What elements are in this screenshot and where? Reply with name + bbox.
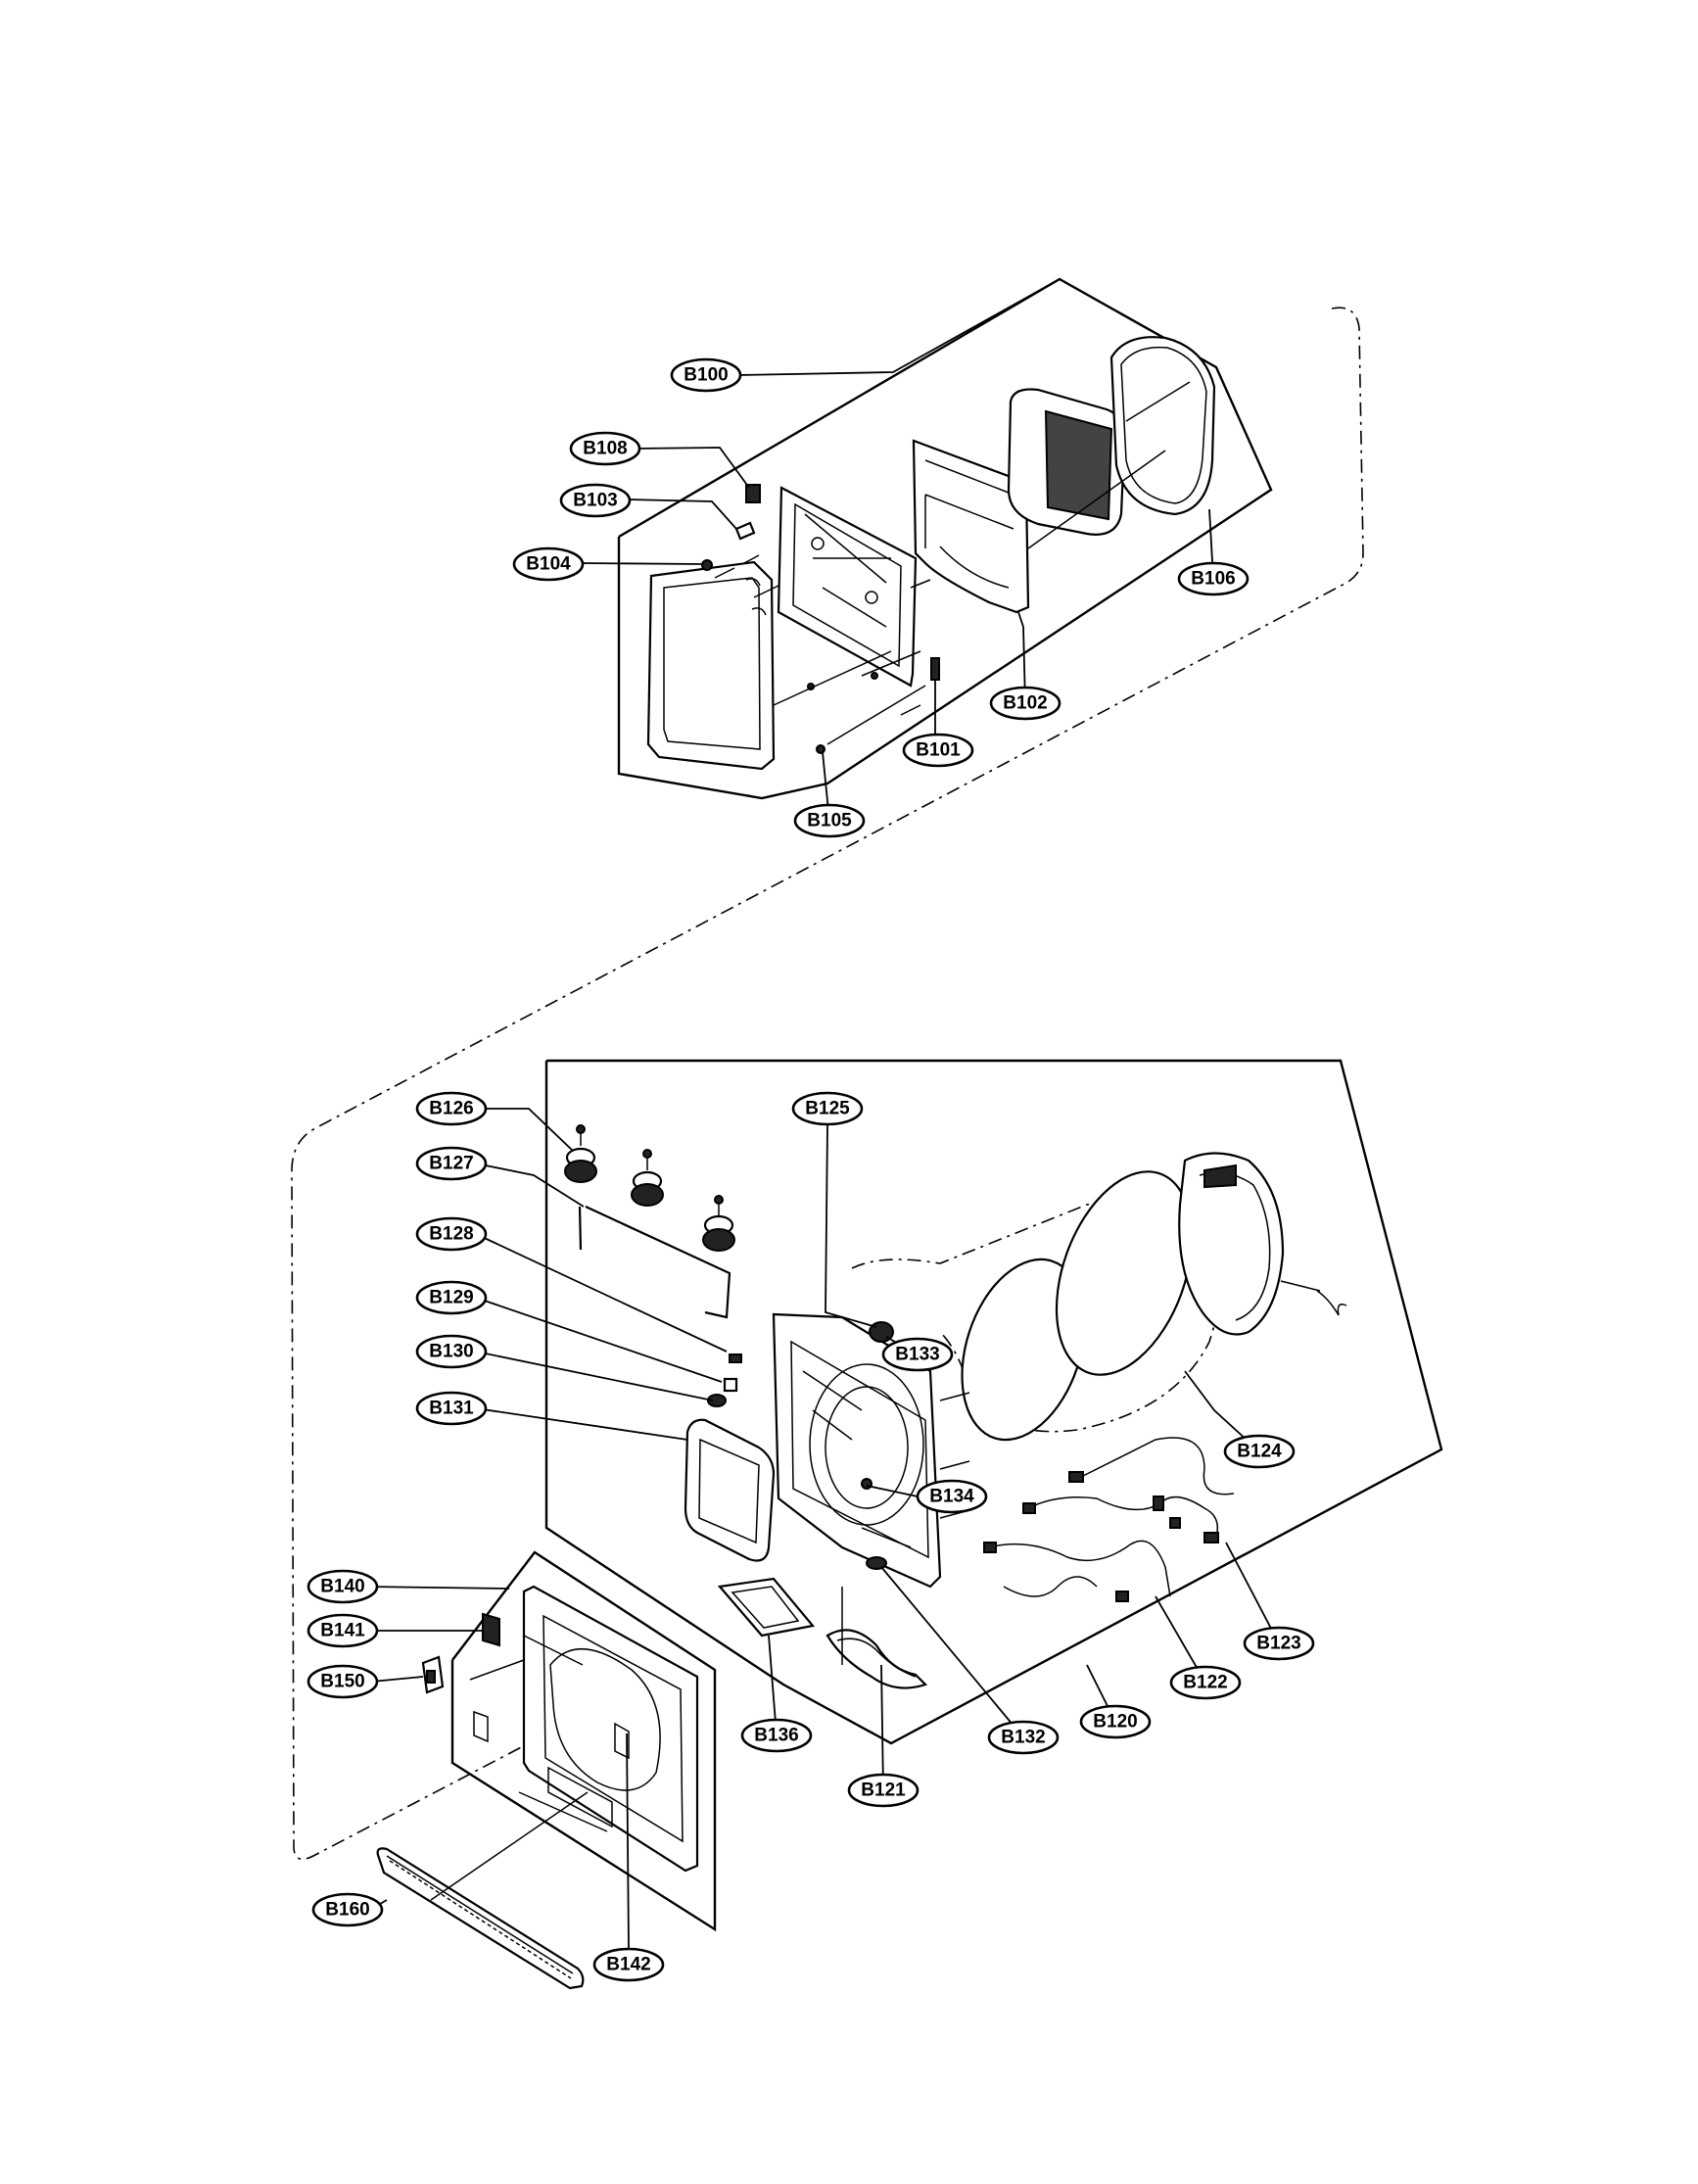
trim-strip-b160 xyxy=(376,1847,585,1990)
callout-b108: B108 xyxy=(569,431,641,466)
callout-b129-label: B129 xyxy=(429,1288,473,1308)
callout-b160-label: B160 xyxy=(325,1900,369,1921)
part-b129 xyxy=(723,1377,738,1393)
part-b128 xyxy=(729,1353,742,1363)
front-group-outline xyxy=(544,1059,1443,1745)
filter-housing-b136 xyxy=(717,1577,816,1638)
callout-b106-label: B106 xyxy=(1191,569,1235,590)
callout-b105-label: B105 xyxy=(807,811,852,831)
callout-b102-label: B102 xyxy=(1003,693,1047,714)
callout-b160: B160 xyxy=(311,1892,384,1927)
callout-b150: B150 xyxy=(307,1664,379,1699)
label-b141 xyxy=(482,1612,500,1647)
door-inner-panel-b102 xyxy=(912,439,1030,614)
callout-b132-label: B132 xyxy=(1001,1728,1045,1748)
callout-b127-label: B127 xyxy=(429,1154,473,1174)
callout-b140-label: B140 xyxy=(320,1577,364,1597)
latch-part-b101 xyxy=(930,657,940,681)
door-assembly-group xyxy=(291,277,1364,1861)
callout-b140: B140 xyxy=(307,1569,379,1604)
filter-gasket-b131 xyxy=(684,1418,776,1562)
callout-b122-label: B122 xyxy=(1183,1673,1227,1693)
callout-b125-label: B125 xyxy=(805,1099,850,1119)
callout-b132: B132 xyxy=(987,1720,1060,1755)
callout-b103-label: B103 xyxy=(573,491,617,511)
callout-b108-label: B108 xyxy=(583,439,627,459)
callout-b105: B105 xyxy=(793,803,866,838)
callout-b133-label: B133 xyxy=(895,1345,939,1365)
callout-b104: B104 xyxy=(512,546,585,582)
callout-b142: B142 xyxy=(592,1947,665,1982)
callout-b101: B101 xyxy=(902,733,974,768)
callout-b124: B124 xyxy=(1223,1434,1296,1469)
control-panel-group xyxy=(376,1550,717,1990)
hinge-part-b108 xyxy=(745,484,761,503)
control-panel-body xyxy=(522,1585,699,1873)
control-group-outline xyxy=(450,1550,717,1932)
callout-b100: B100 xyxy=(670,357,742,393)
duct-b121 xyxy=(825,1629,928,1689)
callout-b133: B133 xyxy=(881,1337,954,1372)
switch-b150 xyxy=(421,1655,445,1694)
callout-b101-label: B101 xyxy=(916,740,961,761)
screw-b105 xyxy=(816,744,825,754)
callout-b100-label: B100 xyxy=(684,365,728,386)
sensor-b132 xyxy=(866,1556,887,1570)
screw-b104 xyxy=(701,559,713,571)
callout-b131: B131 xyxy=(415,1391,488,1426)
callout-b131-label: B131 xyxy=(429,1399,474,1419)
drum-bearing-b125 xyxy=(1178,1152,1285,1336)
callout-b121: B121 xyxy=(847,1773,920,1808)
front-frame xyxy=(772,1312,942,1589)
wire-harness xyxy=(983,1437,1235,1602)
hinge-part-b103 xyxy=(734,521,756,541)
callout-b106: B106 xyxy=(1177,561,1250,596)
callout-b120: B120 xyxy=(1079,1704,1152,1739)
front-panel-assembly-group xyxy=(544,1059,1443,1745)
callout-b128-label: B128 xyxy=(429,1224,473,1245)
glide-pads-b126 xyxy=(564,1124,735,1252)
callout-b120-label: B120 xyxy=(1093,1712,1137,1733)
callout-b126-label: B126 xyxy=(429,1099,473,1119)
door-inner-frame xyxy=(777,486,918,688)
callout-b104-label: B104 xyxy=(526,554,571,575)
callout-b103: B103 xyxy=(559,483,632,518)
door-outer-panel xyxy=(646,560,776,771)
callout-b142-label: B142 xyxy=(606,1955,650,1975)
callout-b121-label: B121 xyxy=(861,1780,906,1801)
callout-b122: B122 xyxy=(1169,1665,1242,1700)
assembly-boundary-line xyxy=(291,307,1364,1861)
callout-b125: B125 xyxy=(791,1091,864,1126)
callout-b129: B129 xyxy=(415,1280,488,1315)
callout-b141: B141 xyxy=(307,1613,379,1648)
callout-b127: B127 xyxy=(415,1146,488,1181)
lint-filter-frame xyxy=(1007,388,1126,536)
callout-b141-label: B141 xyxy=(320,1621,365,1641)
callout-b134: B134 xyxy=(916,1479,988,1514)
part-b130 xyxy=(707,1394,727,1407)
callout-b123-label: B123 xyxy=(1256,1634,1300,1654)
callout-b130-label: B130 xyxy=(429,1342,473,1362)
door-gasket-b106 xyxy=(1109,336,1216,516)
callout-b102: B102 xyxy=(989,686,1061,721)
part-b142 xyxy=(614,1722,630,1760)
callout-b130: B130 xyxy=(415,1334,488,1369)
callout-b136: B136 xyxy=(740,1718,813,1753)
callout-b134-label: B134 xyxy=(929,1487,974,1507)
callout-b128: B128 xyxy=(415,1216,488,1252)
callout-b150-label: B150 xyxy=(320,1672,364,1692)
callout-b123: B123 xyxy=(1243,1626,1315,1661)
drum-seal-ring-2 xyxy=(1055,1170,1194,1376)
seal-strip-b127 xyxy=(578,1206,731,1319)
door-group-outline xyxy=(617,277,1273,800)
callout-b124-label: B124 xyxy=(1237,1442,1282,1462)
callout-b136-label: B136 xyxy=(754,1726,798,1746)
callout-b126: B126 xyxy=(415,1091,488,1126)
